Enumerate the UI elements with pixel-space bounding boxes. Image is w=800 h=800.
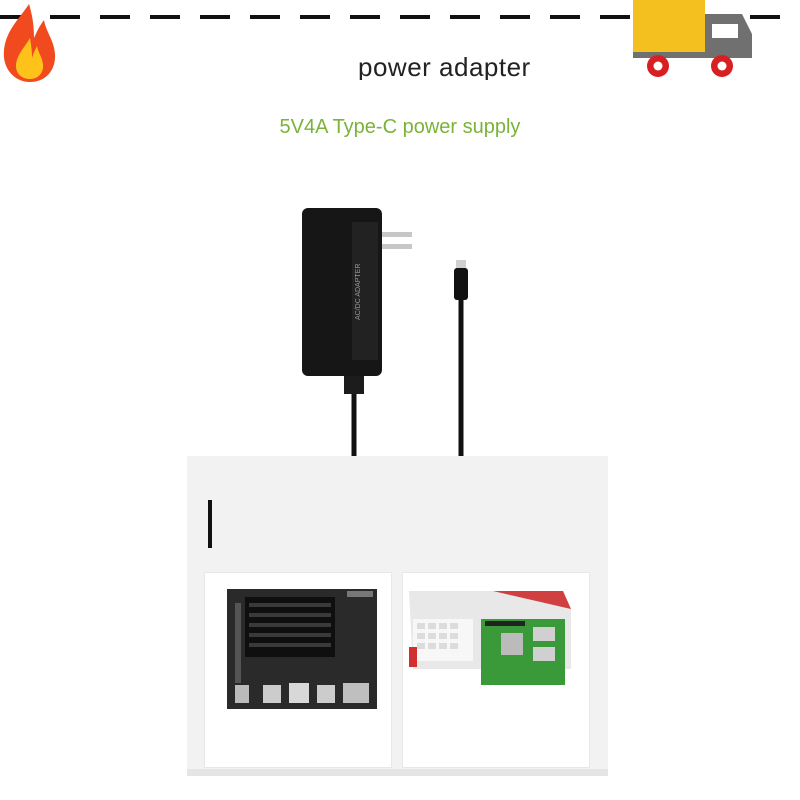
panel-bottom-strip [187,769,608,776]
dashed-divider [0,15,800,19]
adapter-label: AC/DC ADAPTER [355,264,362,320]
dev-board-card [204,572,392,768]
panel-accent-bar [208,500,212,548]
page-heading: power adapter [358,52,531,80]
product-subtitle: 5V4A Type-C power supply [279,116,521,138]
truck-icon [633,0,752,77]
raspberry-pi-card [402,572,590,768]
compatible-devices-panel [187,456,608,776]
power-adapter-image: AC/DC ADAPTER [302,208,468,458]
dev-board-image [227,589,377,709]
fire-icon [3,4,56,82]
raspberry-pi-image [409,591,571,685]
